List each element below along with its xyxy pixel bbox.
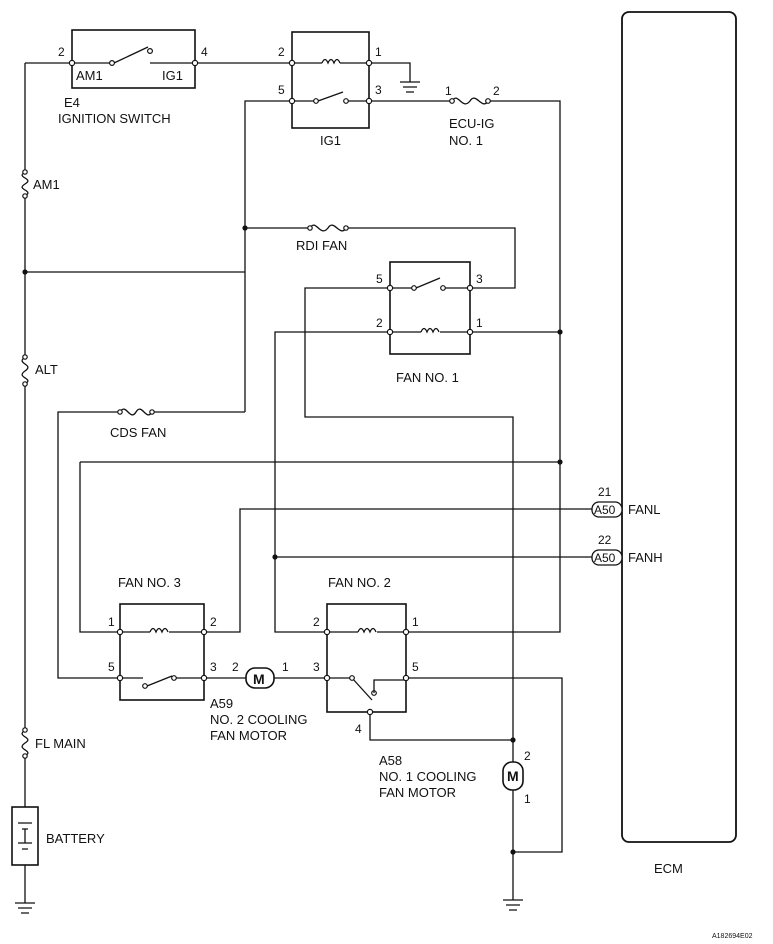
cds-fan-fuse-label: CDS FAN: [110, 425, 166, 440]
ign-connector: E4: [64, 95, 80, 110]
motor-no2-label-2: FAN MOTOR: [210, 728, 287, 743]
battery-label: BATTERY: [46, 831, 105, 846]
motor-no1: M 2 1 A58 NO. 1 COOLING FAN MOTOR: [379, 749, 531, 806]
motor-no2-connector: A59: [210, 696, 233, 711]
ig1-label: IG1: [320, 133, 341, 148]
wires: [24, 62, 592, 903]
fuse-rdi-fan: RDI FAN: [296, 224, 349, 253]
ig1-pin-3: 3: [375, 83, 382, 97]
ecm-fanh-connector: A50: [594, 551, 616, 565]
motor-no2-symbol: M: [253, 671, 265, 687]
motor-no2-pin-2: 2: [232, 660, 239, 674]
ecm-fanh-signal: FANH: [628, 550, 663, 565]
fan1-pin-3: 3: [476, 272, 483, 286]
motor-no1-label-2: FAN MOTOR: [379, 785, 456, 800]
ground-symbol-motor: [503, 899, 523, 911]
fan2-pin-5: 5: [412, 660, 419, 674]
fan3-pin-1: 1: [108, 615, 115, 629]
relay-fan-no2: 2 1 3 5 4 FAN NO. 2: [313, 575, 419, 736]
motor-no1-symbol: M: [507, 768, 519, 784]
fuse-am1: AM1: [21, 169, 60, 199]
ground-symbol-battery: [15, 902, 35, 914]
junctions: [22, 225, 563, 855]
ecm-fanl-pin: 21: [598, 485, 612, 499]
ig1-pin-1: 1: [375, 45, 382, 59]
motor-no2-label: NO. 2 COOLING: [210, 712, 308, 727]
rdi-fan-fuse-label: RDI FAN: [296, 238, 347, 253]
ecu-ig-pin-2: 2: [493, 84, 500, 98]
ignition-switch: 2 4 AM1 IG1 E4 IGNITION SWITCH: [58, 29, 208, 126]
ecm: ECM A50 21 FANL A50 22 FANH: [591, 11, 737, 876]
alt-fuse-label: ALT: [35, 362, 58, 377]
battery: BATTERY: [11, 806, 105, 866]
motor-no1-pin-2: 2: [524, 749, 531, 763]
fan1-pin-5: 5: [376, 272, 383, 286]
ground-symbol: [400, 81, 420, 93]
fan3-label: FAN NO. 3: [118, 575, 181, 590]
motor-no2-pin-1: 1: [282, 660, 289, 674]
ecm-fanl-signal: FANL: [628, 502, 661, 517]
ecu-ig-label-2: NO. 1: [449, 133, 483, 148]
ig1-pin-2: 2: [278, 45, 285, 59]
fan2-pin-1: 1: [412, 615, 419, 629]
fl-main-fuse-label: FL MAIN: [35, 736, 86, 751]
ecu-ig-pin-1: 1: [445, 84, 452, 98]
relay-fan-no1: 5 3 2 1 FAN NO. 1: [376, 261, 483, 385]
motor-no1-label: NO. 1 COOLING: [379, 769, 477, 784]
ig1-pin-5: 5: [278, 83, 285, 97]
ecm-fanl-connector: A50: [594, 503, 616, 517]
ign-name: IGNITION SWITCH: [58, 111, 171, 126]
fan3-pin-5: 5: [108, 660, 115, 674]
am1-fuse-label: AM1: [33, 177, 60, 192]
ecu-ig-label: ECU-IG: [449, 116, 495, 131]
ign-term-am1: AM1: [76, 68, 103, 83]
motor-no1-connector: A58: [379, 753, 402, 768]
relay-ig1: 2 1 5 3 IG1: [278, 31, 382, 148]
fan3-pin-3: 3: [210, 660, 217, 674]
fan2-pin-2: 2: [313, 615, 320, 629]
motor-no2: M 2 1 A59 NO. 2 COOLING FAN MOTOR: [210, 660, 308, 743]
fan1-pin-1: 1: [476, 316, 483, 330]
fuse-alt: ALT: [21, 354, 58, 387]
fan1-pin-2: 2: [376, 316, 383, 330]
figure-id: A182694E02: [712, 933, 753, 940]
relay-fan-no3: 1 2 5 3 FAN NO. 3: [108, 575, 217, 701]
fuse-ecu-ig: 1 2 ECU-IG NO. 1: [445, 84, 500, 148]
fan2-pin-4: 4: [355, 722, 362, 736]
ecm-label: ECM: [654, 861, 683, 876]
ign-pin-2: 2: [58, 45, 65, 59]
fan2-label: FAN NO. 2: [328, 575, 391, 590]
ign-term-ig1: IG1: [162, 68, 183, 83]
ign-pin-4: 4: [201, 45, 208, 59]
fan1-label: FAN NO. 1: [396, 370, 459, 385]
ecm-fanh-pin: 22: [598, 533, 612, 547]
fuse-fl-main: FL MAIN: [21, 727, 86, 759]
fuse-cds-fan: CDS FAN: [110, 408, 166, 440]
motor-no1-pin-1: 1: [524, 792, 531, 806]
fan2-pin-3: 3: [313, 660, 320, 674]
fan3-pin-2: 2: [210, 615, 217, 629]
